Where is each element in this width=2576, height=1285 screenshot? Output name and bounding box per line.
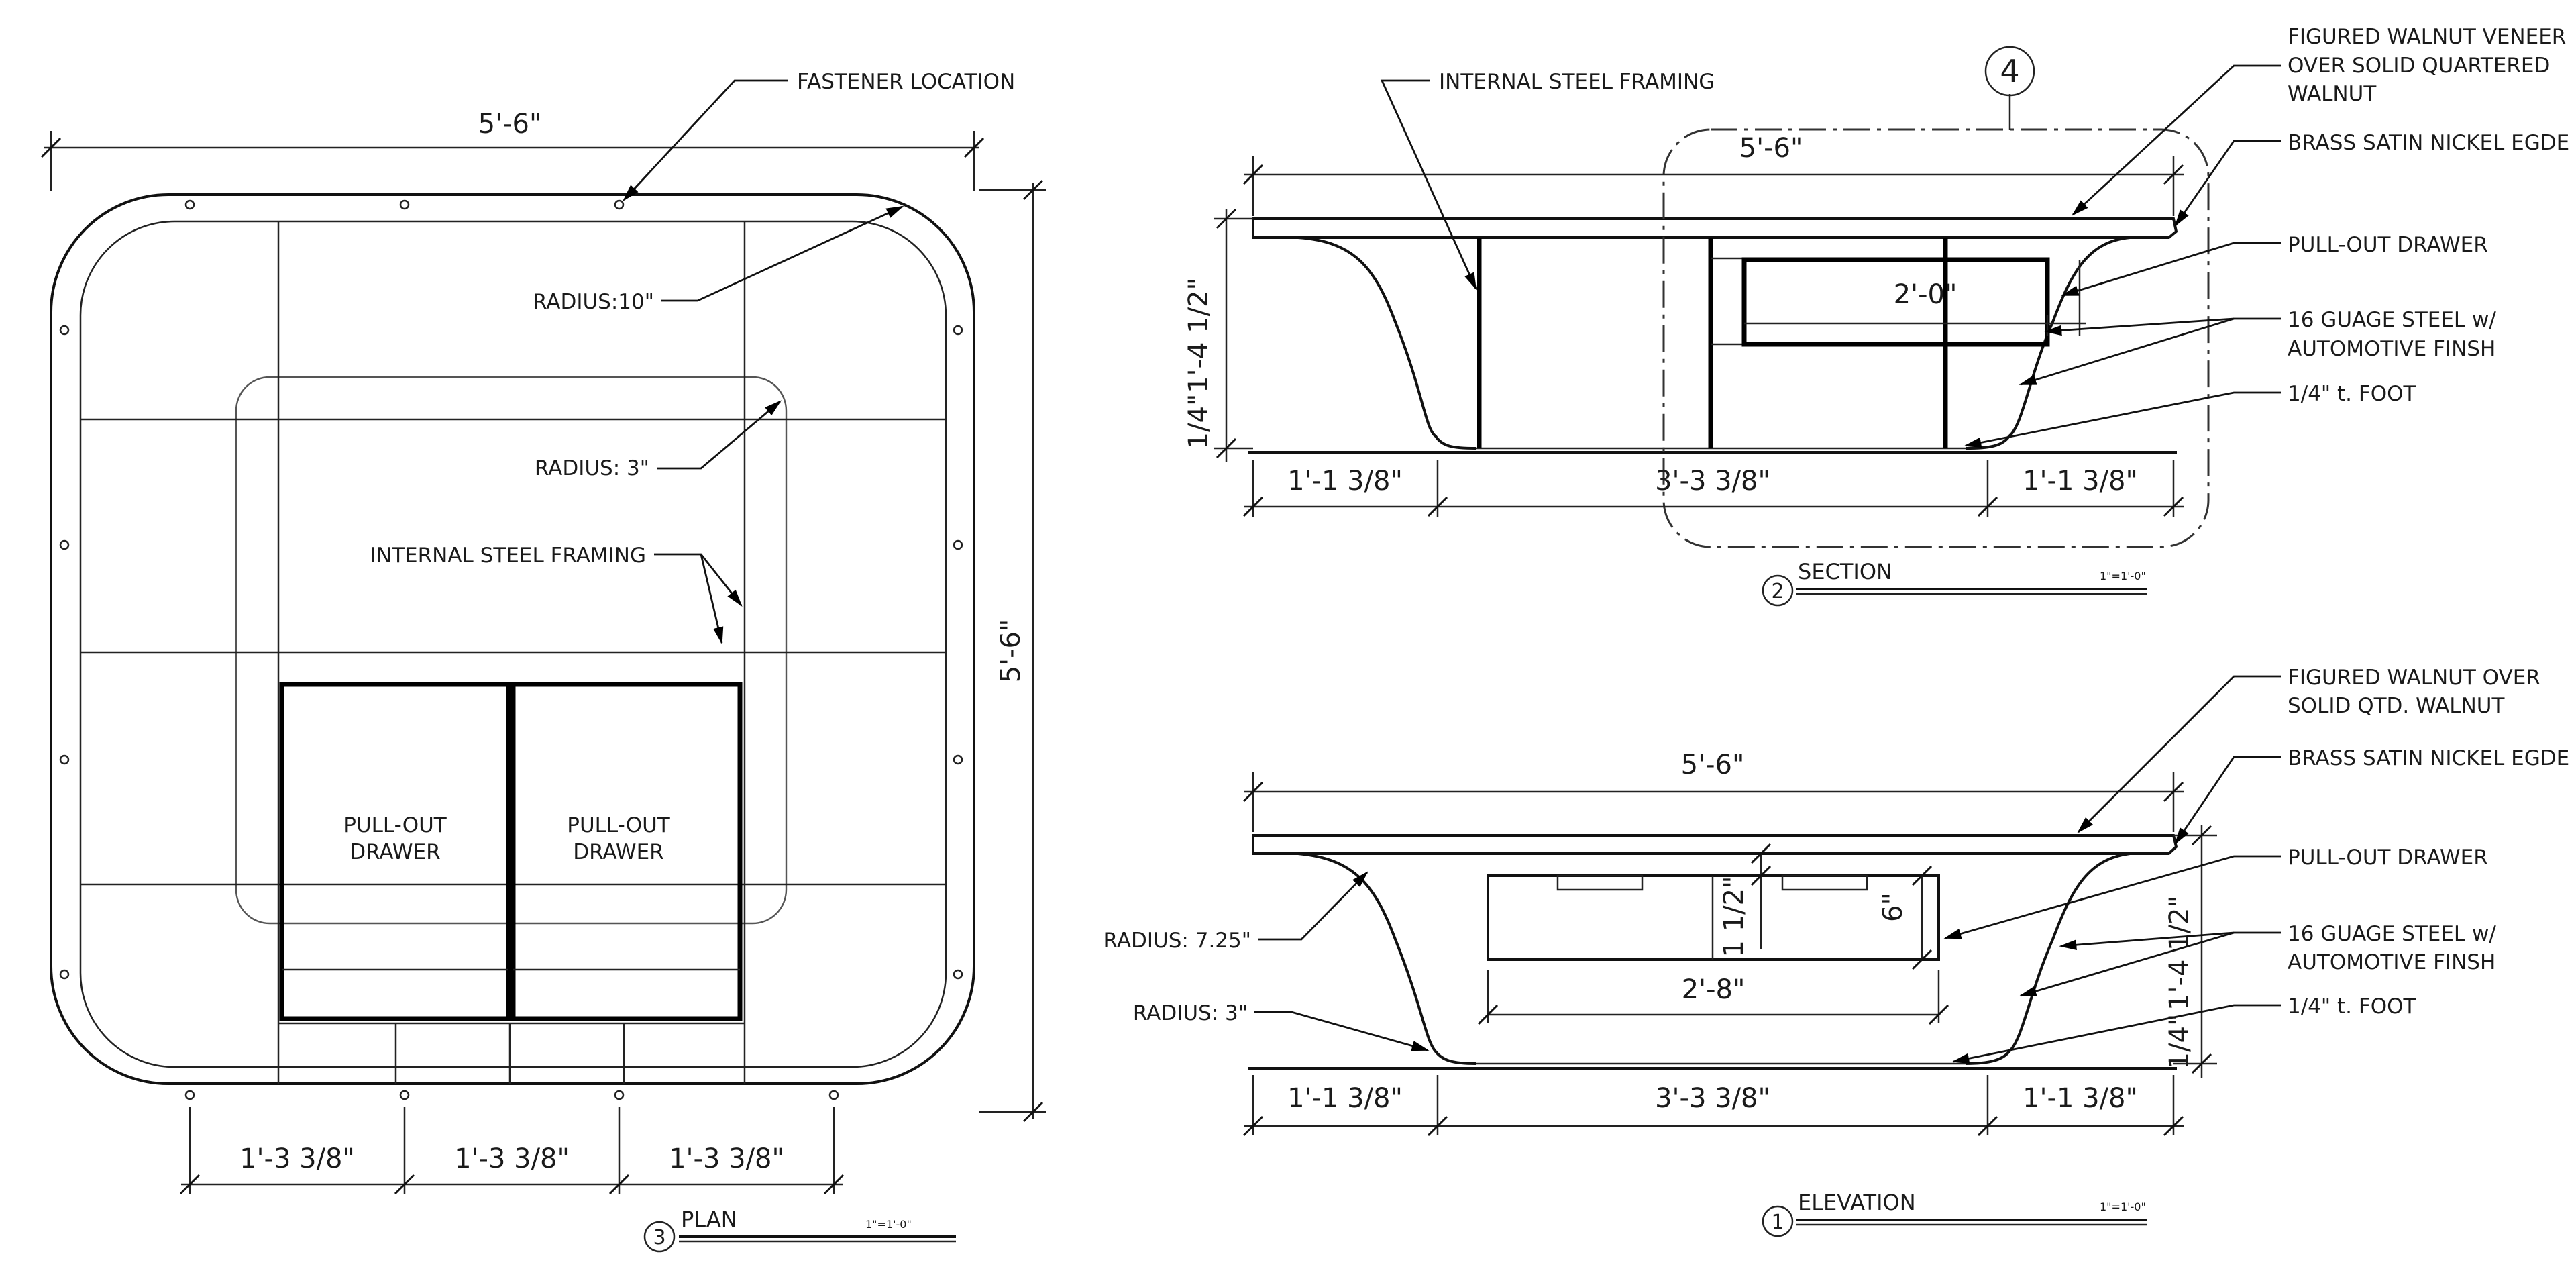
plan-number: 3 [653, 1226, 665, 1249]
section-view: 4 5'-6" 2'-0" 1'-4 1/2" 1/4" [1183, 25, 2569, 607]
elevation-title: ELEVATION [1798, 1190, 1916, 1215]
plan-inner-outline [79, 220, 947, 1068]
section-base-right [1965, 236, 2131, 450]
elevation-radius725-label: RADIUS: 7.25" [1104, 929, 1251, 953]
elevation-walnut-label-2: SOLID QTD. WALNUT [2288, 694, 2505, 718]
elevation-tabletop [1252, 834, 2178, 855]
elevation-dim-height-label: 1'-4 1/2" [2164, 895, 2195, 1011]
elevation-dim-bottom: 1'-1 3/8" 3'-3 3/8" 1'-1 3/8" [1242, 1075, 2184, 1137]
elevation-dim-top-label: 5'-6" [1681, 750, 1745, 780]
plan-drawer-left-label-1: PULL-OUT [343, 813, 447, 837]
section-dim-drawer-label: 2'-0" [1894, 279, 1957, 310]
plan-dim-width: 5'-6" [40, 109, 985, 191]
section-tabletop [1252, 217, 2178, 239]
elevation-drawer-label: PULL-OUT DRAWER [2288, 845, 2488, 870]
section-dim-foot-label: 1/4" [1183, 394, 1214, 450]
elevation-base-left [1297, 852, 1477, 1065]
section-steel-framing [1477, 238, 2050, 448]
plan-dim-bottom: 1'-3 3/8" 1'-3 3/8" 1'-3 3/8" [179, 1107, 845, 1195]
section-veneer-label-1: FIGURED WALNUT VENEER [2288, 25, 2566, 49]
section-steel-label: INTERNAL STEEL FRAMING [1439, 70, 1715, 94]
section-scale: 1"=1'-0" [2100, 570, 2146, 582]
section-drawer [1741, 257, 2050, 347]
plan-dim-bottom-1: 1'-3 3/8" [239, 1143, 355, 1174]
plan-dim-bottom-3: 1'-3 3/8" [669, 1143, 784, 1174]
section-dim-top-label: 5'-6" [1739, 133, 1803, 164]
elevation-gauge-label-2: AUTOMOTIVE FINSH [2288, 950, 2496, 974]
section-gauge-label-1: 16 GUAGE STEEL w/ [2288, 308, 2496, 332]
elevation-brass-label: BRASS SATIN NICKEL EGDE [2288, 746, 2569, 770]
plan-dim-bottom-2: 1'-3 3/8" [454, 1143, 570, 1174]
section-dim-top: 5'-6" [1242, 133, 2184, 216]
plan-fasteners [59, 199, 963, 1100]
section-title-block: 2 SECTION 1"=1'-0" [1762, 559, 2147, 607]
elevation-scale: 1"=1'-0" [2100, 1200, 2146, 1213]
section-drawer-label: PULL-OUT DRAWER [2288, 233, 2488, 257]
elevation-number: 1 [1771, 1211, 1784, 1234]
elevation-gauge-label-1: 16 GUAGE STEEL w/ [2288, 922, 2496, 946]
section-title: SECTION [1798, 559, 1892, 584]
elevation-dim-foot-label: 1/4" [2164, 1014, 2195, 1070]
plan-dim-height-label: 5'-6" [996, 619, 1026, 683]
plan-title-block: 3 PLAN 1"=1'-0" [643, 1206, 956, 1253]
plan-drawer-right: PULL-OUT DRAWER [511, 682, 743, 1021]
elevation-dim-drawer-h-label: 6" [1878, 892, 1909, 922]
elevation-drawer-pull-right [1781, 874, 1868, 891]
section-gauge-label-2: AUTOMOTIVE FINSH [2288, 337, 2496, 361]
elevation-drawer-pull-left [1556, 874, 1644, 891]
plan-dim-width-label: 5'-6" [478, 109, 542, 140]
section-veneer-label-3: WALNUT [2288, 82, 2377, 106]
section-detail-callout: 4 [1662, 46, 2210, 548]
plan-callouts: FASTENER LOCATION RADIUS:10" RADIUS: 3" … [370, 70, 1015, 645]
section-veneer-label-2: OVER SOLID QUARTERED [2288, 54, 2550, 78]
section-detail-tag: 4 [2000, 53, 2019, 89]
plan-drawer-left: PULL-OUT DRAWER [279, 682, 511, 1021]
plan-fastener-label: FASTENER LOCATION [797, 70, 1015, 94]
elevation-title-block: 1 ELEVATION 1"=1'-0" [1762, 1190, 2147, 1237]
elevation-callouts: FIGURED WALNUT OVER SOLID QTD. WALNUT BR… [1104, 666, 2569, 1064]
section-dim-bottom-1: 1'-1 3/8" [1287, 466, 1403, 497]
plan-dim-height: 5'-6" [979, 179, 1046, 1123]
plan-drawer-right-label-2: DRAWER [573, 840, 663, 864]
section-number: 2 [1771, 580, 1784, 603]
elevation-base-right [1965, 852, 2131, 1065]
section-foot-label: 1/4" t. FOOT [2288, 382, 2416, 406]
elevation-dim-top: 5'-6" [1242, 750, 2184, 832]
elevation-foot-label: 1/4" t. FOOT [2288, 994, 2416, 1019]
section-dim-bottom-3: 1'-1 3/8" [2023, 466, 2138, 497]
section-dim-height: 1'-4 1/2" 1/4" [1183, 208, 1253, 462]
elevation-radius3-label: RADIUS: 3" [1133, 1001, 1248, 1025]
plan-radius10-label: RADIUS:10" [533, 290, 654, 314]
section-base-left [1297, 236, 1477, 450]
section-dim-drawer: 2'-0" [1744, 260, 2086, 336]
elevation-walnut-label-1: FIGURED WALNUT OVER [2288, 666, 2540, 690]
plan-radius3-label: RADIUS: 3" [535, 456, 649, 480]
plan-outer-outline [50, 193, 975, 1085]
section-brass-label: BRASS SATIN NICKEL EGDE [2288, 131, 2569, 155]
plan-steel-label: INTERNAL STEEL FRAMING [370, 544, 646, 568]
section-callouts: INTERNAL STEEL FRAMING FIGURED WALNUT VE… [1380, 25, 2569, 448]
elevation-dim-bottom-2: 3'-3 3/8" [1655, 1083, 1770, 1114]
elevation-view: 2'-8" 6" 1 1/2" 5'-6" 1'-4 1/2 [1104, 666, 2569, 1237]
elevation-dim-half-label: 1 1/2" [1719, 876, 1750, 958]
plan-drawer-left-label-2: DRAWER [350, 840, 440, 864]
section-dim-height-label: 1'-4 1/2" [1183, 278, 1214, 393]
plan-drawer-right-label-1: PULL-OUT [567, 813, 671, 837]
section-dim-bottom-2: 3'-3 3/8" [1655, 466, 1770, 497]
plan-scale: 1"=1'-0" [865, 1218, 912, 1231]
plan-view: PULL-OUT DRAWER PULL-OUT DRAWER [40, 70, 1046, 1253]
elevation-drawer [1487, 874, 1940, 961]
elevation-dim-bottom-1: 1'-1 3/8" [1287, 1083, 1403, 1114]
plan-title: PLAN [681, 1206, 737, 1232]
section-dim-bottom: 1'-1 3/8" 3'-3 3/8" 1'-1 3/8" [1242, 460, 2184, 517]
elevation-dim-drawer-w-label: 2'-8" [1682, 974, 1746, 1005]
elevation-dim-bottom-3: 1'-1 3/8" [2023, 1083, 2138, 1114]
elevation-dim-drawer: 2'-8" 6" 1 1/2" [1477, 843, 1949, 1025]
